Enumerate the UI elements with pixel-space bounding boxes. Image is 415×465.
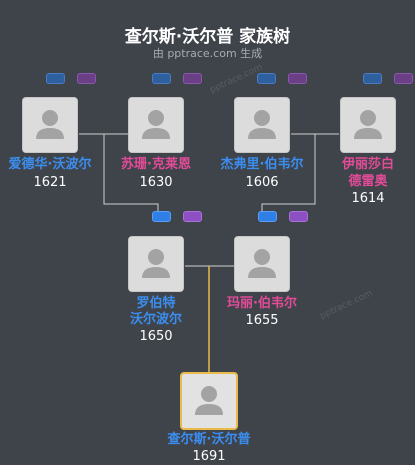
person-name: 查尔斯·沃尔普 [167, 432, 251, 447]
person-name: 爱德华·沃波尔 [8, 157, 92, 172]
father-link-button[interactable] [46, 73, 65, 84]
person-year: 1655 [245, 313, 279, 328]
person-name: 沃尔波尔 [129, 312, 182, 327]
person-year: 1606 [245, 175, 279, 190]
person-year: 1630 [139, 175, 173, 190]
mother-link-button[interactable] [394, 73, 413, 84]
page-subtitle: 由 pptrace.com 生成 [152, 47, 263, 60]
father-link-button[interactable] [257, 73, 276, 84]
person-silhouette-icon [36, 110, 64, 139]
person-year: 1650 [139, 329, 173, 344]
person-card-p1[interactable] [22, 97, 78, 153]
person-silhouette-icon [142, 249, 170, 278]
person-year: 1614 [351, 191, 385, 206]
descent-line [103, 134, 159, 216]
person-name: 杰弗里·伯韦尔 [220, 157, 304, 172]
father-link-button[interactable] [363, 73, 382, 84]
page-title: 查尔斯·沃尔普 家族树 [124, 27, 291, 47]
person-name: 伊丽莎白 [341, 157, 394, 172]
person-year: 1691 [192, 449, 226, 464]
person-name: 罗伯特 [136, 296, 176, 311]
person-card-p5[interactable] [128, 236, 184, 292]
person-year: 1621 [33, 175, 67, 190]
mother-link-button[interactable] [77, 73, 96, 84]
descent-line [261, 134, 316, 216]
person-name: 苏珊·克莱恩 [121, 157, 191, 172]
person-silhouette-icon [195, 386, 223, 415]
person-name: 玛丽·伯韦尔 [227, 296, 297, 311]
father-link-button[interactable] [258, 211, 277, 222]
mother-link-button[interactable] [183, 211, 202, 222]
person-silhouette-icon [248, 249, 276, 278]
person-card-p2[interactable] [128, 97, 184, 153]
person-silhouette-icon [354, 110, 382, 139]
person-card-p6[interactable] [234, 236, 290, 292]
person-card-p7[interactable] [180, 372, 238, 430]
person-name: 德雷奥 [348, 174, 388, 189]
person-silhouette-icon [248, 110, 276, 139]
person-card-p4[interactable] [340, 97, 396, 153]
mother-link-button[interactable] [183, 73, 202, 84]
person-silhouette-icon [142, 110, 170, 139]
father-link-button[interactable] [152, 211, 171, 222]
father-link-button[interactable] [152, 73, 171, 84]
person-card-p3[interactable] [234, 97, 290, 153]
mother-link-button[interactable] [289, 211, 308, 222]
mother-link-button[interactable] [288, 73, 307, 84]
